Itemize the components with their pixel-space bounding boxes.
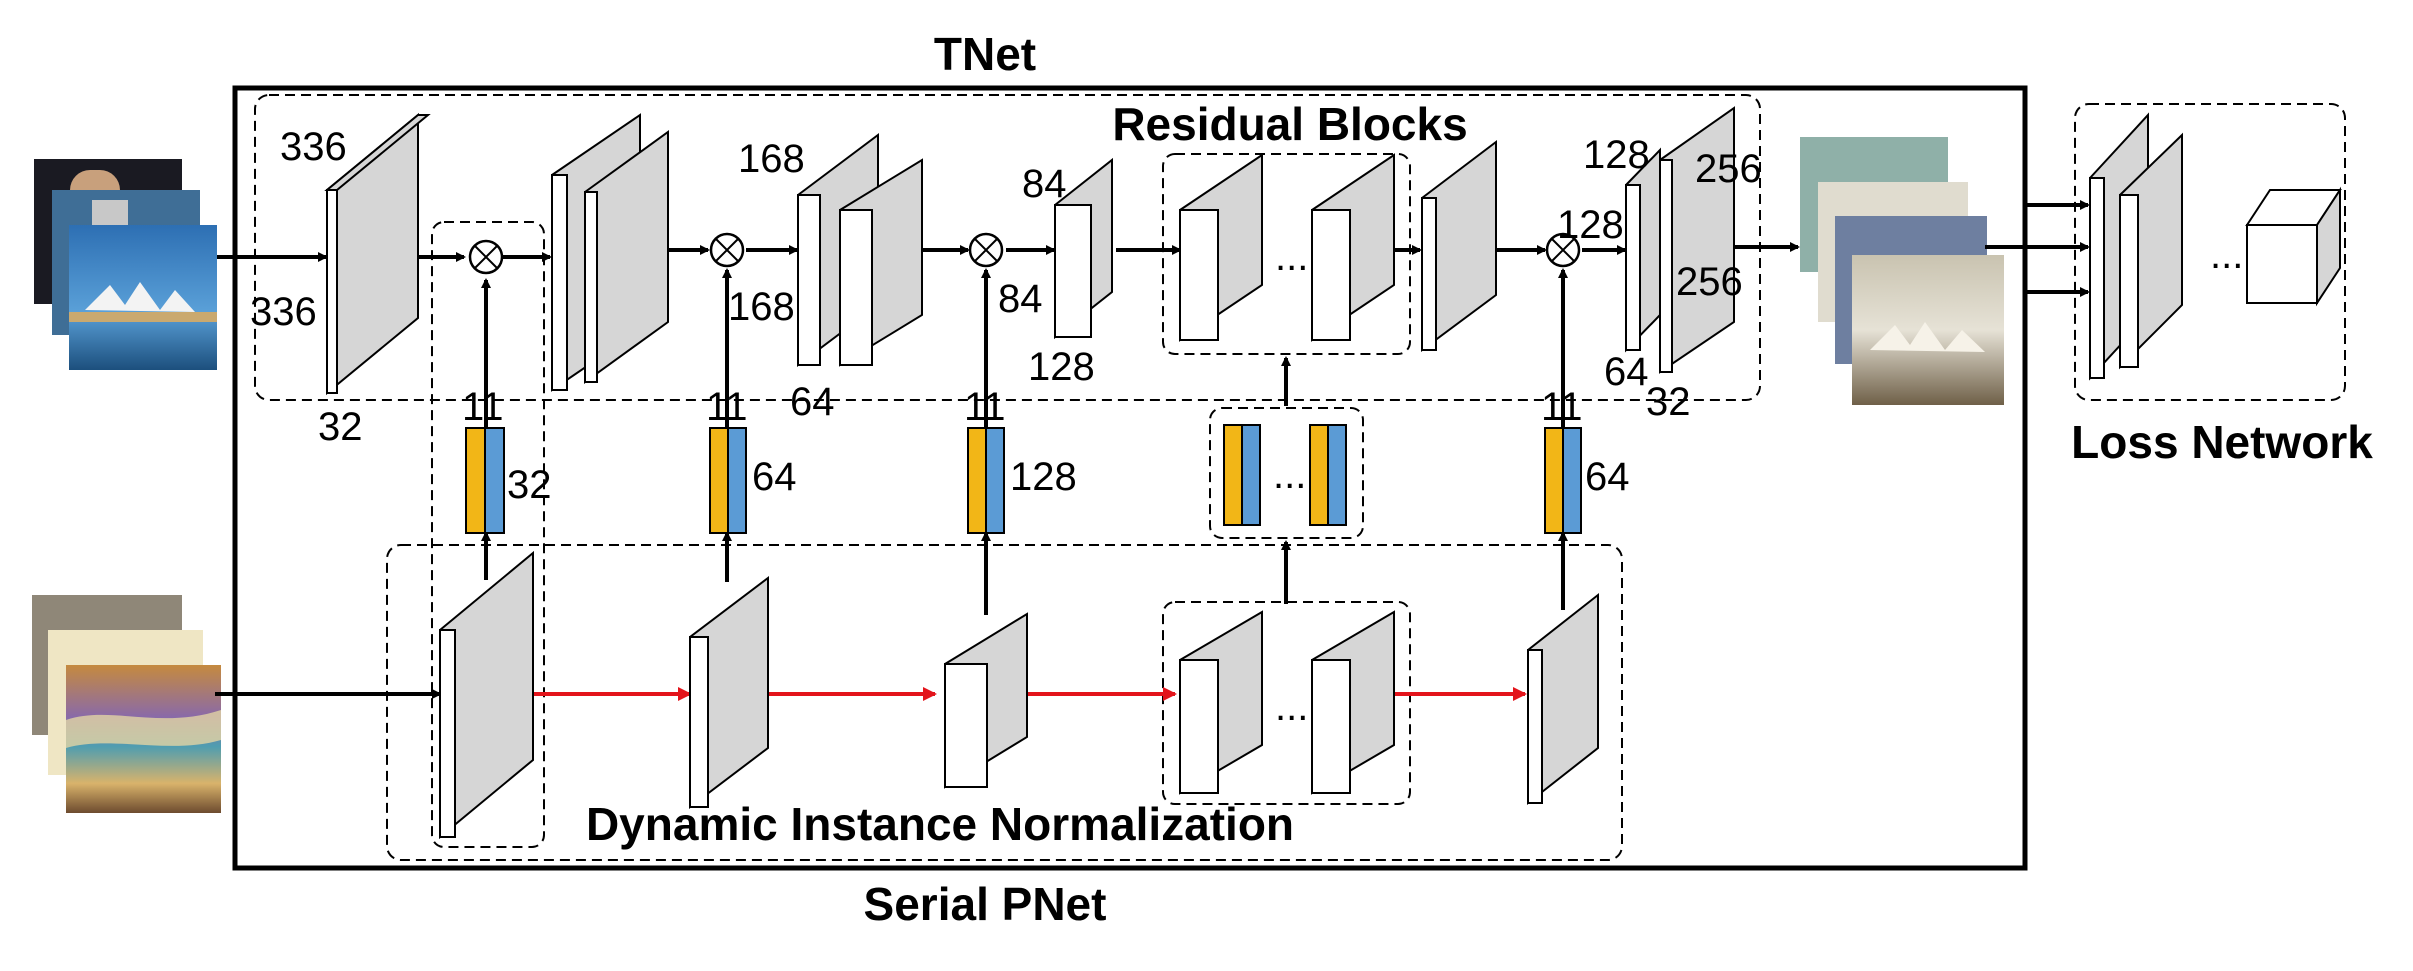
din4-ones-label: 11 xyxy=(1541,385,1583,429)
din-residual-ellipsis: ... xyxy=(1273,453,1306,497)
tnet-flow-arrows xyxy=(215,88,2090,868)
output-images-icon xyxy=(1800,137,2004,405)
up1-channels-label: 64 xyxy=(1604,350,1649,394)
up2-height-label: 256 xyxy=(1695,147,1762,191)
pnet-conv-block-4 xyxy=(1527,592,1599,806)
din1-ones-label: 11 xyxy=(462,385,504,429)
content-images-icon xyxy=(34,159,217,370)
din-params-res-2 xyxy=(1309,424,1347,526)
up2-channels-label: 32 xyxy=(1646,380,1691,424)
din2-channels-label: 64 xyxy=(752,455,797,499)
tnet-upsample-block-1 xyxy=(1421,139,1497,352)
loss-block-2 xyxy=(2119,132,2183,370)
stage2-height-label: 168 xyxy=(738,137,805,181)
stage2-channels-label: 64 xyxy=(790,380,835,424)
stage3-height-label: 84 xyxy=(1022,162,1067,206)
tnet-conv-block-1 xyxy=(324,112,431,396)
tnet-upsample-block-2b xyxy=(1659,106,1735,374)
loss-block-3 xyxy=(2245,186,2342,307)
up1-width-label: 128 xyxy=(1557,203,1624,247)
pnet-res-block-2 xyxy=(1311,610,1395,795)
din3-ones-label: 11 xyxy=(964,385,1006,429)
pnet-residual-ellipsis: ... xyxy=(1275,685,1308,729)
input-height-label: 336 xyxy=(280,125,347,169)
residual-din-region xyxy=(1209,407,1364,539)
din3-channels-label: 128 xyxy=(1010,455,1077,499)
multiply-node-3 xyxy=(968,232,1004,268)
din-params-3 xyxy=(967,427,1005,534)
tnet-conv-block-2b xyxy=(584,130,669,384)
din-params-4 xyxy=(1544,427,1582,534)
tnet-title: TNet xyxy=(934,28,1036,80)
tnet-conv-block-4 xyxy=(1054,157,1113,340)
first-din-region xyxy=(431,221,545,848)
stage3-channels-label: 128 xyxy=(1028,345,1095,389)
pnet-res-block-1 xyxy=(1179,610,1263,795)
din2-ones-label: 11 xyxy=(706,385,748,429)
residual-blocks-title: Residual Blocks xyxy=(1112,98,1467,150)
up2-width-label: 256 xyxy=(1676,260,1743,304)
multiply-node-4 xyxy=(1545,232,1581,268)
conv1-channels-label: 32 xyxy=(318,405,363,449)
tnet-res-block-2 xyxy=(1311,153,1395,342)
stage2-width-label: 168 xyxy=(728,285,795,329)
din-params-res-1 xyxy=(1223,424,1261,526)
pnet-residual-region xyxy=(1162,601,1411,805)
pnet-conv-block-3 xyxy=(944,612,1028,789)
din1-channels-label: 32 xyxy=(507,463,552,507)
loss-network-title: Loss Network xyxy=(2071,416,2373,468)
multiply-node-1 xyxy=(468,239,504,275)
pnet-conv-block-2 xyxy=(689,575,769,810)
tnet-conv-block-3b xyxy=(839,158,923,367)
din-title: Dynamic Instance Normalization xyxy=(586,798,1294,850)
din-params-2 xyxy=(709,427,747,534)
din4-channels-label: 64 xyxy=(1585,455,1630,499)
loss-ellipsis: ... xyxy=(2210,233,2243,277)
input-width-label: 336 xyxy=(250,290,317,334)
serial-pnet-title: Serial PNet xyxy=(864,878,1107,930)
loss-network-region xyxy=(2074,103,2346,401)
style-images-icon xyxy=(32,595,221,813)
up1-height-label: 128 xyxy=(1583,133,1650,177)
pnet-conv-block-1 xyxy=(439,550,534,840)
multiply-node-2 xyxy=(709,232,745,268)
din-params-1 xyxy=(465,427,505,534)
residual-blocks-region xyxy=(1162,153,1411,355)
tnet-upsample-block-2a xyxy=(1625,147,1661,353)
tnet-res-block-1 xyxy=(1179,153,1263,342)
stage3-width-label: 84 xyxy=(998,277,1043,321)
tnet-residual-ellipsis: ... xyxy=(1275,235,1308,279)
